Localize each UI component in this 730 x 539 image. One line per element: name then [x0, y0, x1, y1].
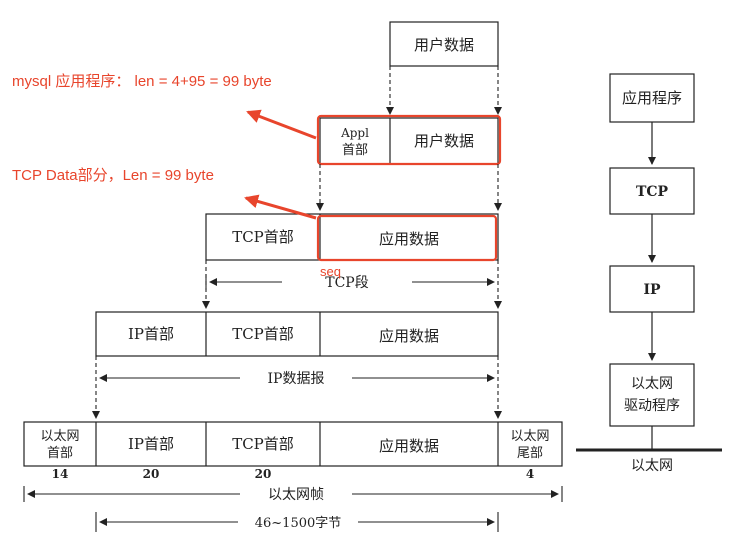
tcp-header-label-r5: TCP首部	[232, 435, 294, 453]
size-eth-header: 14	[52, 467, 69, 481]
ip-datagram-span-label: IP数据报	[268, 371, 325, 387]
tcp-data-annotation: TCP Data部分，Len = 99 byte	[12, 167, 214, 184]
size-tcp-header: 20	[255, 467, 272, 481]
stack-medium-label: 以太网	[631, 458, 673, 474]
app-data-label-r4: 应用数据	[379, 327, 439, 345]
eth-header-label-1: 以太网	[40, 429, 79, 444]
user-data-top-label: 用户数据	[414, 36, 474, 54]
eth-header-label-2: 首部	[47, 446, 73, 461]
seq-label: seq	[320, 264, 341, 279]
size-eth-trailer: 4	[526, 467, 534, 481]
mysql-annotation: mysql 应用程序： len = 4+95 = 99 byte	[12, 73, 272, 90]
payload-range-span-label: 46~1500字节	[255, 516, 342, 531]
stack-driver-box	[609, 363, 695, 427]
eth-frame-span-label: 以太网帧	[268, 487, 324, 503]
appl-header-label-1: Appl	[340, 126, 369, 140]
tcp-header-label-r4: TCP首部	[232, 325, 294, 343]
eth-trailer-label-2: 尾部	[517, 446, 543, 461]
user-data-label: 用户数据	[414, 132, 474, 150]
stack-driver-label-1: 以太网	[631, 376, 673, 392]
tcp-header-label-r3: TCP首部	[232, 228, 294, 246]
ethernet-frame-box	[23, 421, 563, 467]
highlight-appdata-box	[316, 214, 498, 262]
highlight-appl-box	[316, 114, 502, 166]
stack-app-label: 应用程序	[622, 89, 682, 107]
app-data-label-r5: 应用数据	[379, 437, 439, 455]
ip-header-label-r4: IP首部	[128, 325, 174, 343]
user-data-top-box	[389, 21, 499, 67]
eth-trailer-label-1: 以太网	[510, 429, 549, 444]
app-data-label-r3: 应用数据	[379, 230, 439, 248]
ip-datagram-box	[95, 311, 499, 357]
appl-header-label-2: 首部	[342, 143, 368, 158]
size-ip-header: 20	[143, 467, 160, 481]
stack-tcp-label: TCP	[636, 184, 669, 200]
stack-ip-label: IP	[643, 282, 661, 298]
stack-driver-label-2: 驱动程序	[624, 398, 680, 414]
tcp-segment-span-label: TCP段	[325, 275, 368, 291]
ip-header-label-r5: IP首部	[128, 435, 174, 453]
